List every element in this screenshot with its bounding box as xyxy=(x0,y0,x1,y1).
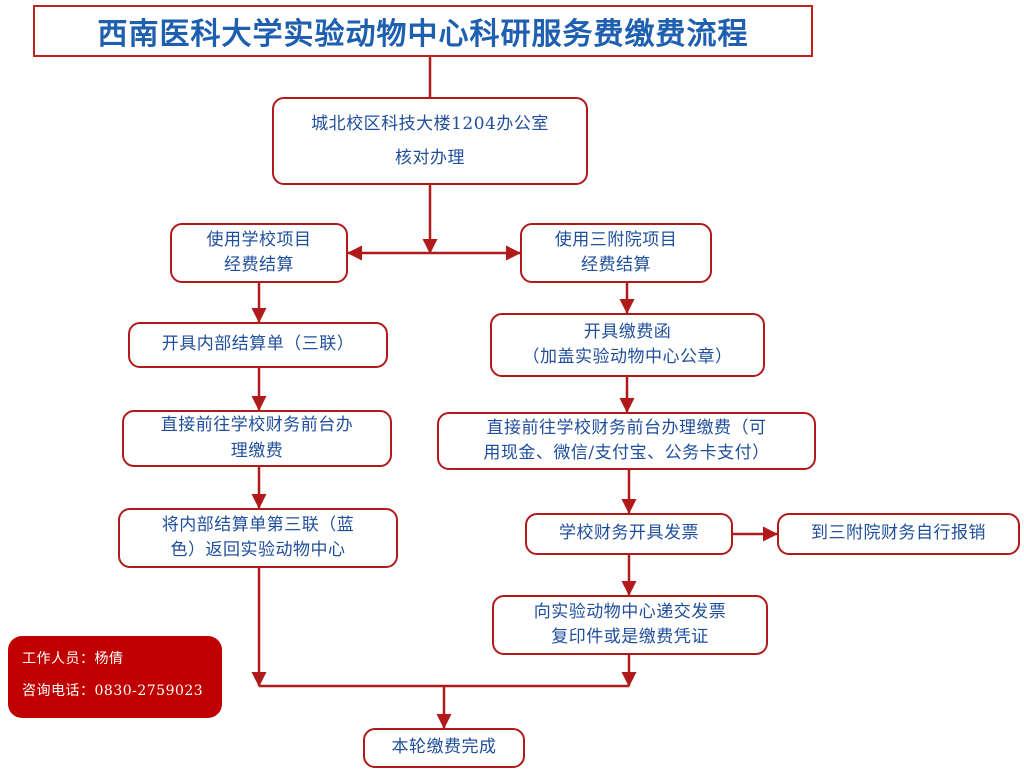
node-pay-at-finance-desk: 直接前往学校财务前台办 理缴费 xyxy=(122,410,392,467)
node-office-check: 城北校区科技大楼1204办公室 核对办理 xyxy=(272,97,588,185)
node-issue-payment-letter: 开具缴费函 （加盖实验动物中心公章） xyxy=(490,313,765,377)
page-title: 西南医科大学实验动物中心科研服务费缴费流程 xyxy=(33,5,813,57)
contact-phone-line: 咨询电话：0830-2759023 xyxy=(22,683,204,699)
contact-staff-line: 工作人员：杨倩 xyxy=(22,651,124,667)
page-title-text: 西南医科大学实验动物中心科研服务费缴费流程 xyxy=(97,17,749,52)
node-school-project-funds: 使用学校项目 经费结算 xyxy=(170,223,348,283)
node-finance-issues-invoice: 学校财务开具发票 xyxy=(525,513,733,555)
node-return-blue-copy: 将内部结算单第三联（蓝 色）返回实验动物中心 xyxy=(118,508,398,568)
node-pay-at-finance-desk-methods: 直接前往学校财务前台办理缴费（可 用现金、微信/支付宝、公务卡支付） xyxy=(437,412,816,470)
node-third-hospital-reimbursement: 到三附院财务自行报销 xyxy=(777,513,1020,555)
node-round-payment-complete: 本轮缴费完成 xyxy=(363,728,525,768)
contact-info-box: 工作人员：杨倩 咨询电话：0830-2759023 xyxy=(8,636,222,718)
node-issue-internal-statement: 开具内部结算单（三联） xyxy=(128,322,388,368)
node-third-hospital-project-funds: 使用三附院项目 经费结算 xyxy=(520,223,712,283)
node-submit-invoice-copy: 向实验动物中心递交发票 复印件或是缴费凭证 xyxy=(492,595,768,655)
